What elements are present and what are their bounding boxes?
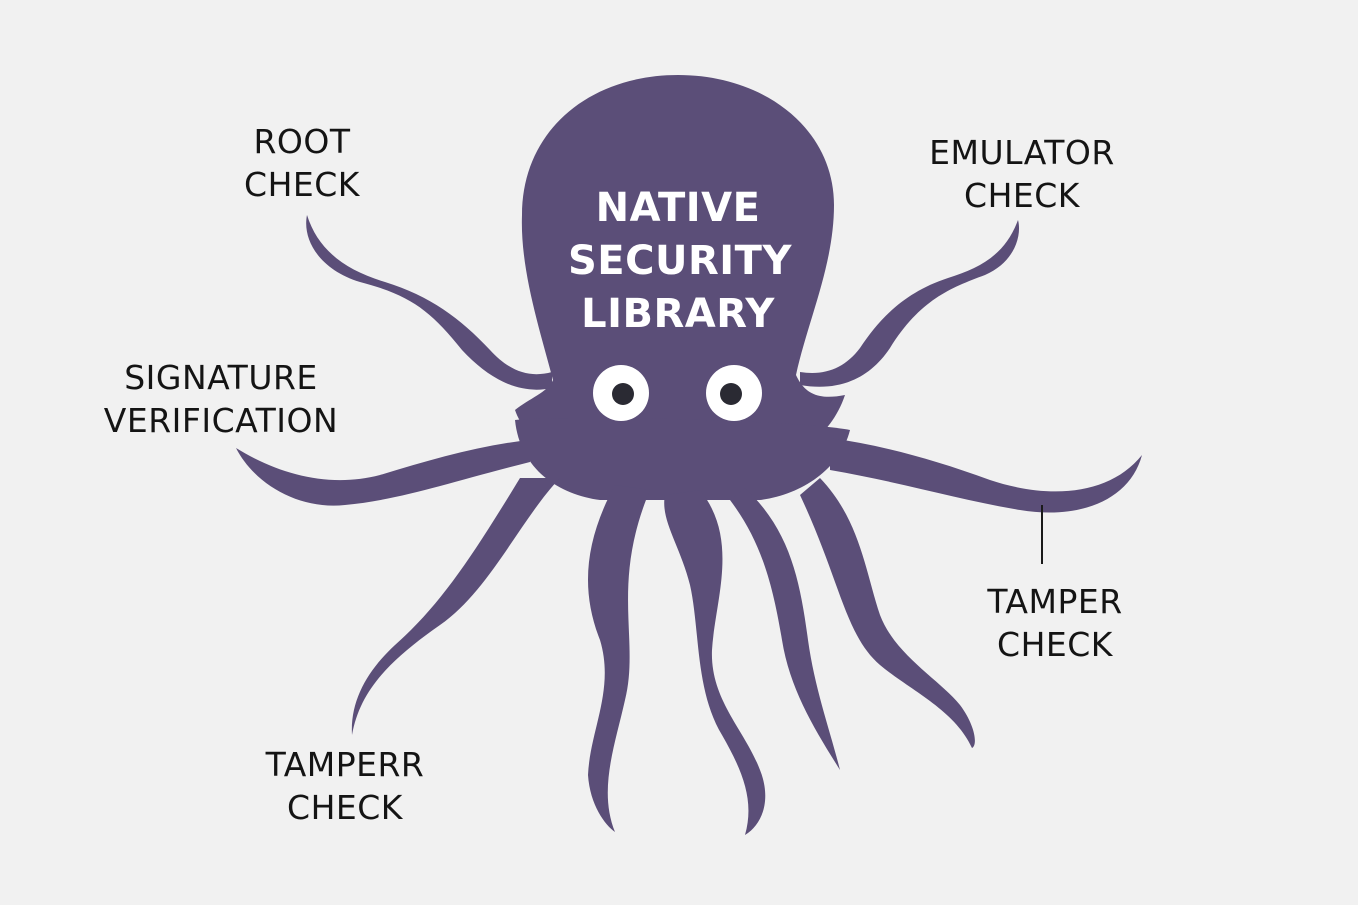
label-tamper-check-right-line-2: CHECK — [997, 625, 1113, 664]
label-tamperr-check-left: TAMPERR CHECK — [245, 743, 445, 829]
tentacle-lower-center — [664, 490, 766, 835]
center-title-line-1: NATIVE — [595, 185, 761, 231]
label-emulator-check-line-1: EMULATOR — [929, 133, 1115, 172]
label-root-check: ROOT CHECK — [222, 120, 382, 206]
label-signature-verification: SIGNATURE VERIFICATION — [86, 356, 356, 442]
label-root-check-line-1: ROOT — [253, 122, 351, 161]
tentacle-right — [830, 438, 1142, 513]
label-tamperr-check-left-line-1: TAMPERR — [265, 745, 425, 784]
tentacle-left — [236, 440, 530, 506]
octopus-body — [515, 418, 850, 500]
center-title: NATIVE SECURITY LIBRARY — [568, 182, 792, 341]
tentacle-lower-right — [800, 478, 975, 748]
label-tamper-check-right-line-1: TAMPER — [987, 582, 1123, 621]
tentacle-upper-right — [800, 220, 1020, 387]
tentacle-lower-inner-right — [730, 488, 840, 770]
label-tamperr-check-left-line-2: CHECK — [287, 788, 403, 827]
label-root-check-line-2: CHECK — [244, 165, 360, 204]
center-title-line-2: SECURITY — [568, 238, 792, 284]
right-eye-pupil — [720, 383, 742, 405]
label-emulator-check-line-2: CHECK — [964, 176, 1080, 215]
label-signature-verification-line-1: SIGNATURE — [124, 358, 318, 397]
center-title-line-3: LIBRARY — [581, 291, 775, 337]
eyes — [593, 365, 762, 421]
octopus-head — [515, 75, 845, 470]
tentacle-lower-inner-left — [588, 485, 650, 832]
left-eye-pupil — [612, 383, 634, 405]
label-signature-verification-line-2: VERIFICATION — [103, 401, 339, 440]
tentacle-upper-left — [306, 215, 552, 390]
label-emulator-check: EMULATOR CHECK — [912, 131, 1132, 217]
tentacle-lower-left — [351, 478, 560, 735]
label-tamper-check-right: TAMPER CHECK — [970, 580, 1140, 666]
